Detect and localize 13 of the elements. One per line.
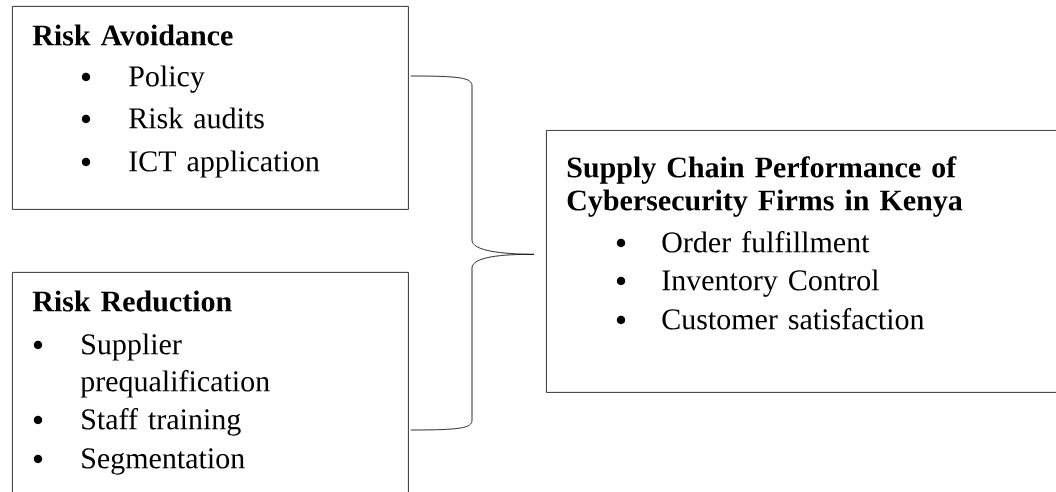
list-item: Policy — [81, 65, 205, 93]
list-item: Staff training — [33, 408, 241, 436]
list-item: Order fulfillment — [616, 231, 870, 253]
list-item: ICT application — [81, 150, 320, 178]
list-item: Inventory Control — [616, 269, 879, 297]
list-item: Customer satisfaction — [616, 308, 925, 330]
heading: Risk Avoidance — [32, 24, 233, 46]
list-item: Supplier prequalification — [33, 333, 270, 398]
list-item: Segmentation — [33, 448, 245, 475]
heading: Supply Chain Performance of Cybersecurity Firms in Kenya — [567, 156, 963, 217]
heading: Risk Reduction — [32, 290, 232, 312]
brace-connector — [410, 253, 535, 431]
list-item: Risk audits — [81, 107, 264, 129]
